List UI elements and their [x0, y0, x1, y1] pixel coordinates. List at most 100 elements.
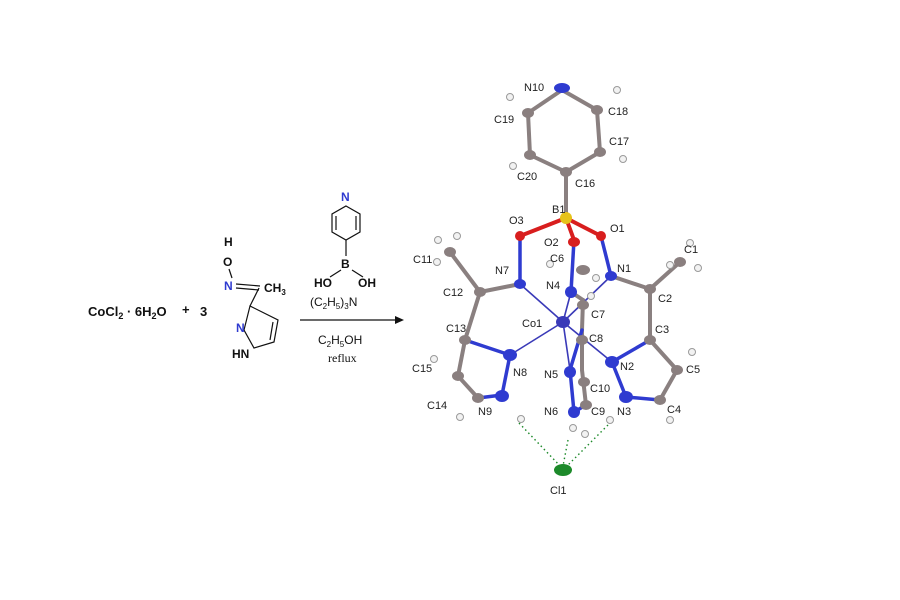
label-c1: C1	[684, 244, 698, 256]
hbond-n9-cl	[518, 422, 563, 469]
label-c6: C6	[550, 253, 564, 265]
label-c18: C18	[608, 106, 628, 118]
label-n3: N3	[617, 406, 631, 418]
pyridylboronic-acid: N B HO OH	[314, 190, 376, 290]
reagent-cocl2: CoCl2 · 6H2O	[88, 304, 167, 321]
boron-atom: B	[341, 257, 350, 271]
label-c16: C16	[575, 178, 595, 190]
bond-b-oh-left	[329, 269, 342, 278]
atom-n6	[568, 406, 580, 418]
atom-o2	[568, 237, 580, 247]
heavy-atoms	[444, 83, 686, 476]
label-c9: C9	[591, 406, 605, 418]
reactants: CoCl2 · 6H2O + 3	[88, 302, 207, 321]
pyridine-nitrogen: N	[341, 190, 350, 204]
label-o3: O3	[509, 215, 524, 227]
label-c10: C10	[590, 383, 610, 395]
oxime-hydrogen: H	[224, 235, 233, 249]
oxime-oxygen: O	[223, 255, 232, 269]
label-n8: N8	[513, 367, 527, 379]
label-c5: C5	[686, 364, 700, 376]
plus-sign: +	[182, 302, 190, 317]
atom-c4	[654, 395, 666, 405]
crystal-structure: N10 C18 C19 C17 C20 C16 B1 O3 O1 O2 C6 C…	[412, 82, 702, 497]
label-n6: N6	[544, 406, 558, 418]
hydroxyl-left: HO	[314, 276, 332, 290]
atom-c19	[522, 108, 534, 118]
atom-n5	[564, 366, 576, 378]
atom-o3	[515, 231, 525, 241]
pyrazole-nitrogen: N	[236, 321, 245, 335]
atom-n2	[605, 356, 619, 368]
atom-c5	[671, 365, 683, 375]
pyrazole-nh: HN	[232, 347, 249, 361]
atom-n8	[503, 349, 517, 361]
atom-c14	[472, 393, 484, 403]
base-label: (C2H5)3N	[310, 295, 357, 311]
atom-c18	[591, 105, 603, 115]
atom-n1	[605, 271, 617, 281]
atom-c8	[576, 335, 588, 345]
label-cl1: Cl1	[550, 485, 567, 497]
atom-c17	[594, 147, 606, 157]
ligand-bonds	[448, 234, 682, 414]
atom-c7	[577, 300, 589, 310]
label-c17: C17	[609, 136, 629, 148]
solvent-label: C2H5OH	[318, 333, 362, 349]
oxime-nitrogen: N	[224, 279, 233, 293]
atom-n4	[565, 286, 577, 298]
label-c12: C12	[443, 287, 463, 299]
oxime-ligand: H O N CH3 N HN	[223, 235, 286, 361]
label-n5: N5	[544, 369, 558, 381]
atom-c11	[444, 247, 456, 257]
hydrogen-atoms	[430, 86, 702, 438]
label-o1: O1	[610, 223, 625, 235]
bond-c-n-2	[235, 287, 260, 291]
atom-c3	[644, 335, 656, 345]
label-c2: C2	[658, 293, 672, 305]
hbond-n3-cl	[564, 424, 609, 469]
bond-c-n-1	[235, 283, 261, 287]
label-o2: O2	[544, 237, 559, 249]
atom-n10	[554, 83, 570, 93]
stoichiometric-coefficient: 3	[200, 304, 207, 319]
pyrazole-double-bond	[269, 321, 274, 341]
label-n2: N2	[620, 361, 634, 373]
label-n4: N4	[546, 280, 560, 292]
label-c14: C14	[427, 400, 447, 412]
hydroxyl-right: OH	[358, 276, 376, 290]
atom-n3	[619, 391, 633, 403]
atom-b1	[560, 212, 572, 224]
label-n9: N9	[478, 406, 492, 418]
atom-c12	[474, 287, 486, 297]
cobalt-coordination-bonds	[509, 275, 613, 371]
label-n7: N7	[495, 265, 509, 277]
atom-c6	[576, 265, 590, 275]
atom-c9	[580, 400, 592, 410]
methyl-group: CH3	[264, 281, 286, 297]
label-c11: C11	[413, 254, 432, 266]
label-c20: C20	[517, 171, 537, 183]
atom-cl1	[554, 464, 572, 476]
boron-oxygen-bonds	[519, 216, 602, 241]
condition-label: reflux	[328, 351, 357, 365]
bond-o-n	[228, 268, 233, 279]
atom-c16	[560, 167, 572, 177]
atom-n9	[495, 390, 509, 402]
label-co1: Co1	[522, 318, 542, 330]
atom-c15	[452, 371, 464, 381]
atom-c2	[644, 284, 656, 294]
atom-c20	[524, 150, 536, 160]
atom-co1	[556, 316, 570, 328]
arrow-head	[395, 316, 404, 324]
pyridyl-ring-bonds	[526, 88, 602, 220]
label-c7: C7	[591, 309, 605, 321]
label-c19: C19	[494, 114, 514, 126]
reaction-arrow-group: (C2H5)3N C2H5OH reflux	[300, 295, 404, 365]
atom-o1	[596, 231, 606, 241]
label-c13: C13	[446, 323, 466, 335]
bond-c-ring	[249, 287, 260, 307]
label-c15: C15	[412, 363, 432, 375]
hbond-n6-cl	[562, 439, 569, 467]
